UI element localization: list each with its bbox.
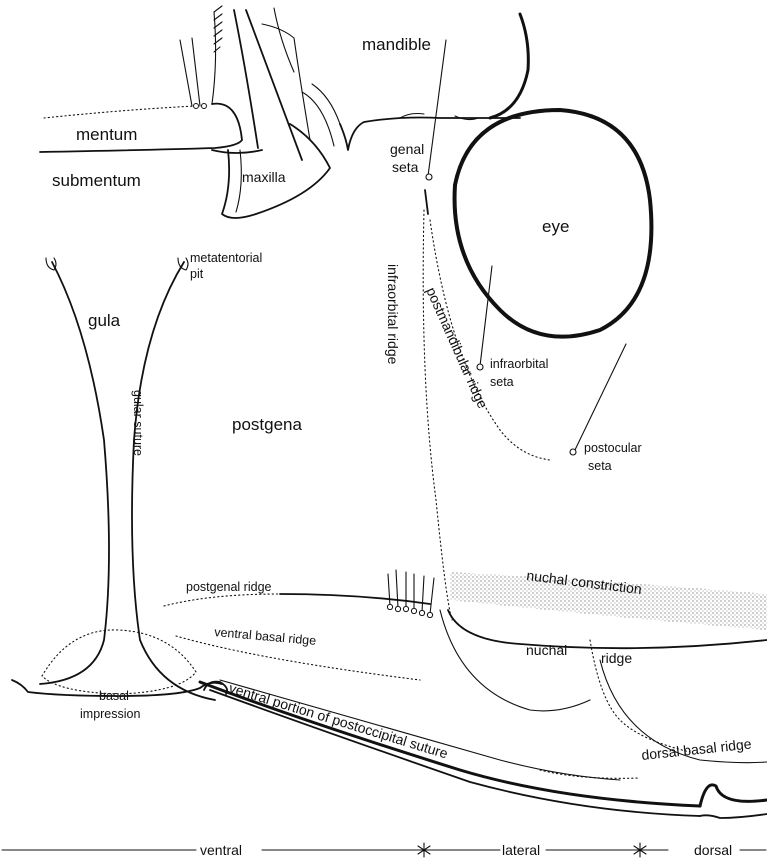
label-postgenal-ridge: postgenal ridge: [186, 580, 272, 594]
label-maxilla: maxilla: [242, 169, 286, 185]
label-genal-2: seta: [392, 159, 419, 175]
label-nuchal: nuchal: [526, 642, 567, 658]
label-basal-2: impression: [80, 707, 140, 721]
label-mandible: mandible: [362, 35, 431, 54]
label-postocular-seta-2: seta: [588, 459, 612, 473]
label-ventral-basal-ridge: ventral basal ridge: [214, 625, 317, 648]
label-eye: eye: [542, 217, 569, 236]
region-ventral: ventral: [200, 842, 242, 858]
label-metatentorial-1: metatentorial: [190, 251, 262, 265]
label-postoccipital-suture: ventral portion of postoccipital suture: [227, 680, 450, 762]
label-infraorbital-seta-2: seta: [490, 375, 514, 389]
label-metatentorial-2: pit: [190, 267, 204, 281]
label-gula: gula: [88, 311, 121, 330]
label-postmandibular-ridge: postmandibular ridge: [423, 285, 491, 411]
label-postocular-seta-1: postocular: [584, 441, 642, 455]
eye-region: [425, 40, 651, 455]
label-ridge: ridge: [601, 650, 632, 666]
label-basal-1: basal: [99, 689, 129, 703]
ridges: [164, 210, 767, 818]
region-scale-bar: ventral lateral dorsal: [2, 842, 766, 858]
label-mentum: mentum: [76, 125, 137, 144]
label-infraorbital-seta-1: infraorbital: [490, 357, 548, 371]
label-submentum: submentum: [52, 171, 141, 190]
region-dorsal: dorsal: [694, 842, 732, 858]
labels: mandible mentum submentum maxilla genal …: [52, 35, 752, 763]
region-lateral: lateral: [502, 842, 540, 858]
label-postgena: postgena: [232, 415, 302, 434]
label-genal-1: genal: [390, 141, 424, 157]
label-gular-suture: gular suture: [131, 390, 145, 456]
label-infraorbital-ridge: infraorbital ridge: [385, 264, 401, 365]
